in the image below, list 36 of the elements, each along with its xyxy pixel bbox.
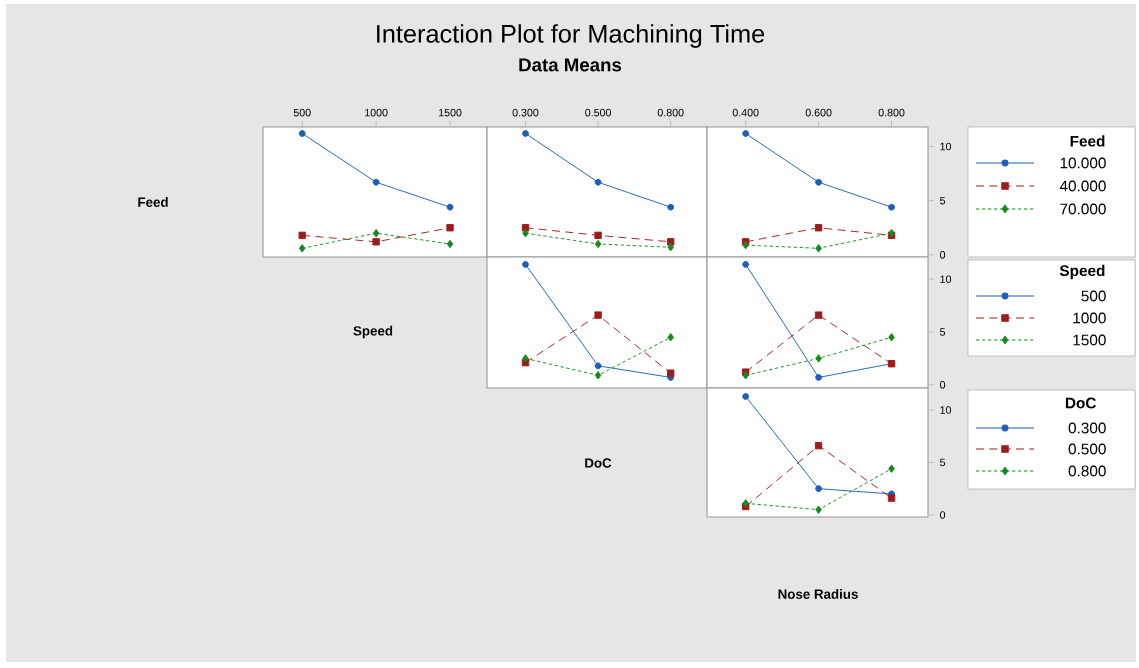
tick-label: 10 xyxy=(940,142,952,151)
factor-label: Speed xyxy=(353,325,393,339)
chart-title: Interaction Plot for Machining Time xyxy=(377,24,765,48)
tick-label: 0.800 xyxy=(657,108,684,117)
legend-label: 500 xyxy=(1081,290,1106,302)
tick-label: 0 xyxy=(940,511,946,519)
legend-title: DoC xyxy=(1065,397,1096,409)
tick-label: 500 xyxy=(293,108,311,117)
tick-label: 5 xyxy=(940,328,946,336)
legend-label: 0.300 xyxy=(1068,422,1106,434)
factor-label: Feed xyxy=(138,197,168,207)
tick-label: 0.600 xyxy=(805,108,832,117)
legend-label: 10.000 xyxy=(1060,157,1106,169)
tick-label: 5 xyxy=(940,458,946,467)
tick-label: 0 xyxy=(940,381,946,389)
legend-label: 1500 xyxy=(1073,334,1106,346)
tick-label: 0 xyxy=(940,251,946,259)
tick-label: 0.300 xyxy=(512,108,539,117)
tick-label: 10 xyxy=(940,406,952,414)
tick-label: 10 xyxy=(940,275,952,283)
tick-label: 0.500 xyxy=(585,108,612,117)
chart-subtitle: Data Means xyxy=(519,58,622,72)
legend-label: 0.500 xyxy=(1068,443,1106,455)
tick-label: 5 xyxy=(940,196,946,205)
tick-label: 0.800 xyxy=(878,108,905,117)
tick-label: 1500 xyxy=(439,108,462,117)
legend-label: 70.000 xyxy=(1060,203,1106,215)
tick-label: 0.400 xyxy=(732,108,759,117)
factor-label: Nose Radius xyxy=(778,589,858,599)
legend-label: 0.800 xyxy=(1068,465,1106,477)
legend-label: 40.000 xyxy=(1059,180,1106,192)
legend-title: Speed xyxy=(1059,264,1105,280)
tick-label: 1000 xyxy=(365,108,388,117)
legend-label: 1000 xyxy=(1073,312,1106,324)
factor-label: DoC xyxy=(585,458,612,468)
legend-title: Feed xyxy=(1070,135,1105,147)
